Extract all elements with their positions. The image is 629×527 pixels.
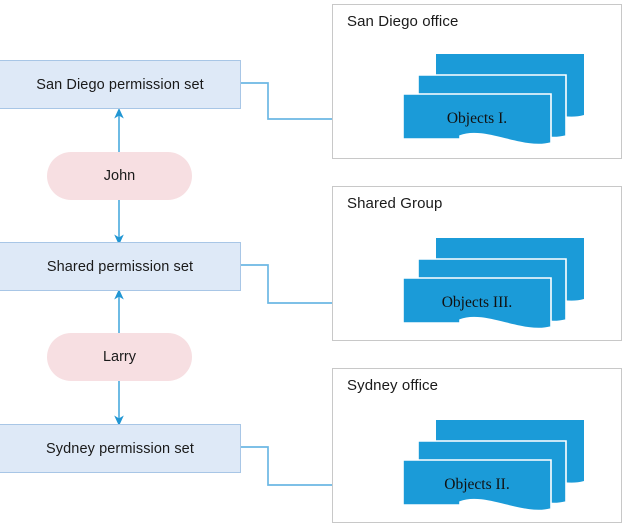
document-stack-label: Objects I.: [446, 110, 508, 127]
permission-set-label: San Diego permission set: [36, 76, 204, 93]
document-icon-front: [402, 459, 552, 512]
user-pill-john[interactable]: John: [47, 152, 192, 200]
permission-set-label: Shared permission set: [46, 258, 194, 275]
document-stack-label: Objects III.: [441, 294, 513, 311]
group-panel-title: Sydney office: [347, 377, 439, 394]
group-panel-title: San Diego office: [347, 13, 459, 30]
permission-set-sydney[interactable]: Sydney permission set: [0, 424, 241, 473]
document-icon-front: [402, 93, 552, 146]
permission-set-label: Sydney permission set: [46, 440, 194, 457]
document-stack-san-diego[interactable]: Objects I.: [396, 50, 622, 150]
document-stack-sydney[interactable]: Objects II.: [396, 416, 622, 516]
document-stack-label: Objects II.: [444, 476, 510, 493]
user-pill-label: Larry: [102, 349, 137, 365]
permission-set-san-diego[interactable]: San Diego permission set: [0, 60, 241, 109]
group-panel-title: Shared Group: [347, 195, 443, 212]
document-icon-front: [402, 277, 552, 330]
user-pill-label: John: [103, 168, 136, 184]
permission-set-shared[interactable]: Shared permission set: [0, 242, 241, 291]
user-pill-larry[interactable]: Larry: [47, 333, 192, 381]
document-stack-shared[interactable]: Objects III.: [396, 234, 622, 334]
